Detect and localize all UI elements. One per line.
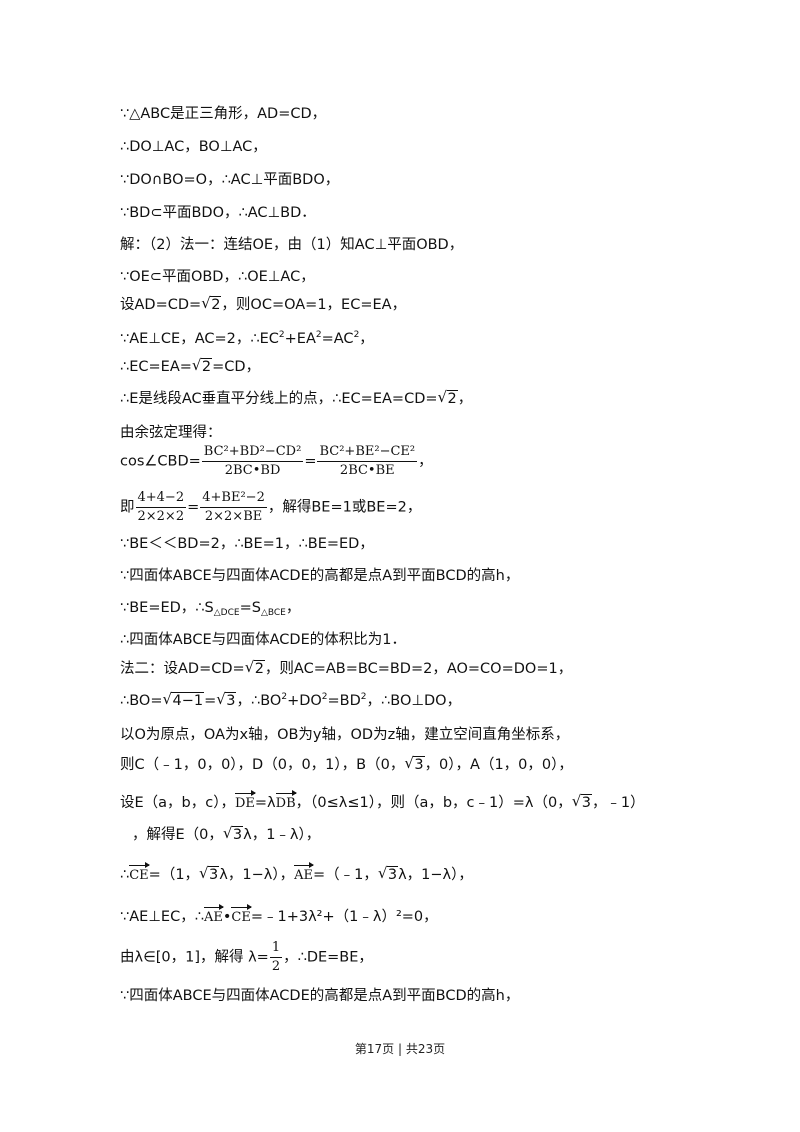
vector-ce: CE xyxy=(231,904,253,927)
vector-ae: AE xyxy=(294,862,314,885)
sqrt-expression: 3 xyxy=(378,864,399,884)
page-footer: 第17页 | 共23页 xyxy=(354,1042,446,1056)
line-15: ∵四面体ABCE与四面体ACDE的高都是点A到平面BCD的高h， xyxy=(120,568,520,584)
line-25: ∵AE⊥EC，∴AE•CE=﹣1+3λ²+（1﹣λ）²=0， xyxy=(120,904,438,927)
line-2: ∴DO⊥AC，BO⊥AC， xyxy=(120,139,267,155)
line-14: ∵BE＜＜BD=2，∴BE=1，∴BE=ED， xyxy=(120,536,374,552)
line-18: 法二：设AD=CD=2，则AC=AB=BC=BD=2，AO=CO=DO=1， xyxy=(120,658,572,678)
line-11: 由余弦定理得： xyxy=(120,425,222,441)
sqrt-expression: 2 xyxy=(192,356,213,376)
sqrt-expression: 2 xyxy=(438,388,458,408)
sqrt-expression: 2 xyxy=(201,294,222,314)
line-17: ∴四面体ABCE与四面体ACDE的体积比为1． xyxy=(120,632,406,648)
line-9: ∴EC=EA=2=CD， xyxy=(120,356,260,376)
line-19: ∴BO=4−1=3，∴BO2+DO2=BD2，∴BO⊥DO， xyxy=(120,690,461,710)
vector-ae: AE xyxy=(203,904,224,927)
line-21: 则C（﹣1，0，0），D（0，0，1），B（0，3，0），A（1，0，0）， xyxy=(120,754,573,774)
line-4: ∵BD⊂平面BDO，∴AC⊥BD． xyxy=(120,205,316,221)
line-27: ∵四面体ABCE与四面体ACDE的高都是点A到平面BCD的高h， xyxy=(120,988,520,1004)
vector-ce: CE xyxy=(129,862,151,885)
vector-de: DE xyxy=(234,790,256,813)
line-7: 设AD=CD=2，则OC=OA=1，EC=EA， xyxy=(120,294,406,314)
sqrt-expression: 3 xyxy=(216,690,237,710)
line-24: ∴CE=（1，3λ，1−λ），AE=（﹣1，3λ，1−λ）， xyxy=(120,862,473,885)
line-6: ∵OE⊂平面OBD，∴OE⊥AC， xyxy=(120,269,315,285)
sqrt-expression: 4−1 xyxy=(162,690,205,710)
line-16: ∵BE=ED，∴S△DCE=S△BCE， xyxy=(120,600,301,618)
sqrt-expression: 3 xyxy=(199,864,220,884)
line-23: ，解得E（0，3λ，1﹣λ）， xyxy=(132,824,320,844)
vector-db: DB xyxy=(275,790,297,813)
sqrt-expression: 3 xyxy=(572,792,592,812)
line-20: 以O为原点，OA为x轴，OB为y轴，OD为z轴，建立空间直角坐标系， xyxy=(120,727,570,743)
line-1: ∵△ABC是正三角形，AD=CD， xyxy=(120,106,327,122)
line-3: ∵DO∩BO=O，∴AC⊥平面BDO， xyxy=(120,172,340,188)
line-8: ∵AE⊥CE，AC=2，∴EC2+EA2=AC2， xyxy=(120,330,374,348)
line-5: 解：（2）法一：连结OE，由（1）知AC⊥平面OBD， xyxy=(120,237,464,253)
sqrt-expression: 3 xyxy=(404,754,425,774)
line-10: ∴E是线段AC垂直平分线上的点，∴EC=EA=CD=2， xyxy=(120,388,472,408)
sqrt-expression: 3 xyxy=(223,824,244,844)
line-22: 设E（a，b，c），DE=λDB，（0≤λ≤1），则（a，b，c﹣1）=λ（0，… xyxy=(120,790,645,813)
sqrt-expression: 2 xyxy=(245,658,265,678)
